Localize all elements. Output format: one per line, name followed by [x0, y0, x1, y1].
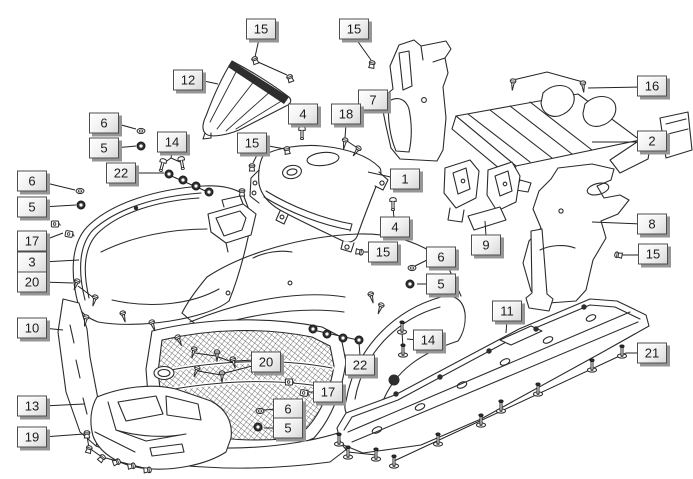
part-rear-side-panel-8	[522, 163, 630, 320]
callout-part-12[interactable]: 12	[173, 69, 203, 91]
callout-part-20[interactable]: 20	[17, 271, 47, 293]
callout-part-19[interactable]: 19	[17, 426, 47, 448]
part-bumper-guard-13	[90, 385, 232, 470]
callout-part-6[interactable]: 6	[273, 398, 303, 420]
part-skid-plate-11	[336, 298, 650, 454]
callout-part-10[interactable]: 10	[17, 317, 47, 339]
leader-lines	[41, 38, 643, 470]
callout-part-3[interactable]: 3	[17, 251, 47, 273]
callout-part-16[interactable]: 16	[637, 75, 667, 97]
callout-part-14[interactable]: 14	[413, 329, 443, 351]
callout-part-21[interactable]: 21	[637, 342, 667, 364]
callout-part-4[interactable]: 4	[380, 216, 410, 238]
callout-part-15[interactable]: 15	[339, 18, 369, 40]
callout-part-1[interactable]: 1	[390, 168, 420, 190]
callout-part-17[interactable]: 17	[313, 381, 343, 403]
callout-part-4[interactable]: 4	[288, 103, 318, 125]
callout-part-15[interactable]: 15	[638, 243, 668, 265]
callout-part-9[interactable]: 9	[471, 234, 501, 256]
callout-part-5[interactable]: 5	[426, 273, 456, 295]
callout-part-6[interactable]: 6	[89, 112, 119, 134]
callout-part-14[interactable]: 14	[157, 131, 187, 153]
callout-part-7[interactable]: 7	[358, 89, 388, 111]
callout-part-15[interactable]: 15	[237, 132, 267, 154]
part-hood-deflector-12	[202, 60, 292, 140]
callout-part-6[interactable]: 6	[17, 170, 47, 192]
callout-part-5[interactable]: 5	[89, 137, 119, 159]
callout-part-15[interactable]: 15	[246, 18, 276, 40]
callout-part-22[interactable]: 22	[345, 354, 375, 376]
callout-part-11[interactable]: 11	[492, 300, 522, 322]
callout-part-17[interactable]: 17	[17, 230, 47, 252]
part-bracket-set-9	[443, 159, 521, 231]
callout-part-6[interactable]: 6	[426, 246, 456, 268]
callout-part-2[interactable]: 2	[637, 130, 667, 152]
callout-part-22[interactable]: 22	[106, 162, 136, 184]
callout-part-5[interactable]: 5	[273, 417, 303, 439]
part-steering-pod-bracket	[207, 195, 257, 253]
part-hood-3	[72, 185, 253, 325]
callout-part-5[interactable]: 5	[17, 196, 47, 218]
callout-part-13[interactable]: 13	[17, 395, 47, 417]
callout-part-20[interactable]: 20	[251, 351, 281, 373]
part-floorboard-assembly-2	[451, 84, 693, 193]
part-side-panel-7	[381, 39, 452, 162]
callout-part-18[interactable]: 18	[331, 103, 361, 125]
callout-part-8[interactable]: 8	[637, 213, 667, 235]
callout-part-15[interactable]: 15	[368, 241, 398, 263]
part-fuel-tank-cover-1	[249, 144, 389, 253]
